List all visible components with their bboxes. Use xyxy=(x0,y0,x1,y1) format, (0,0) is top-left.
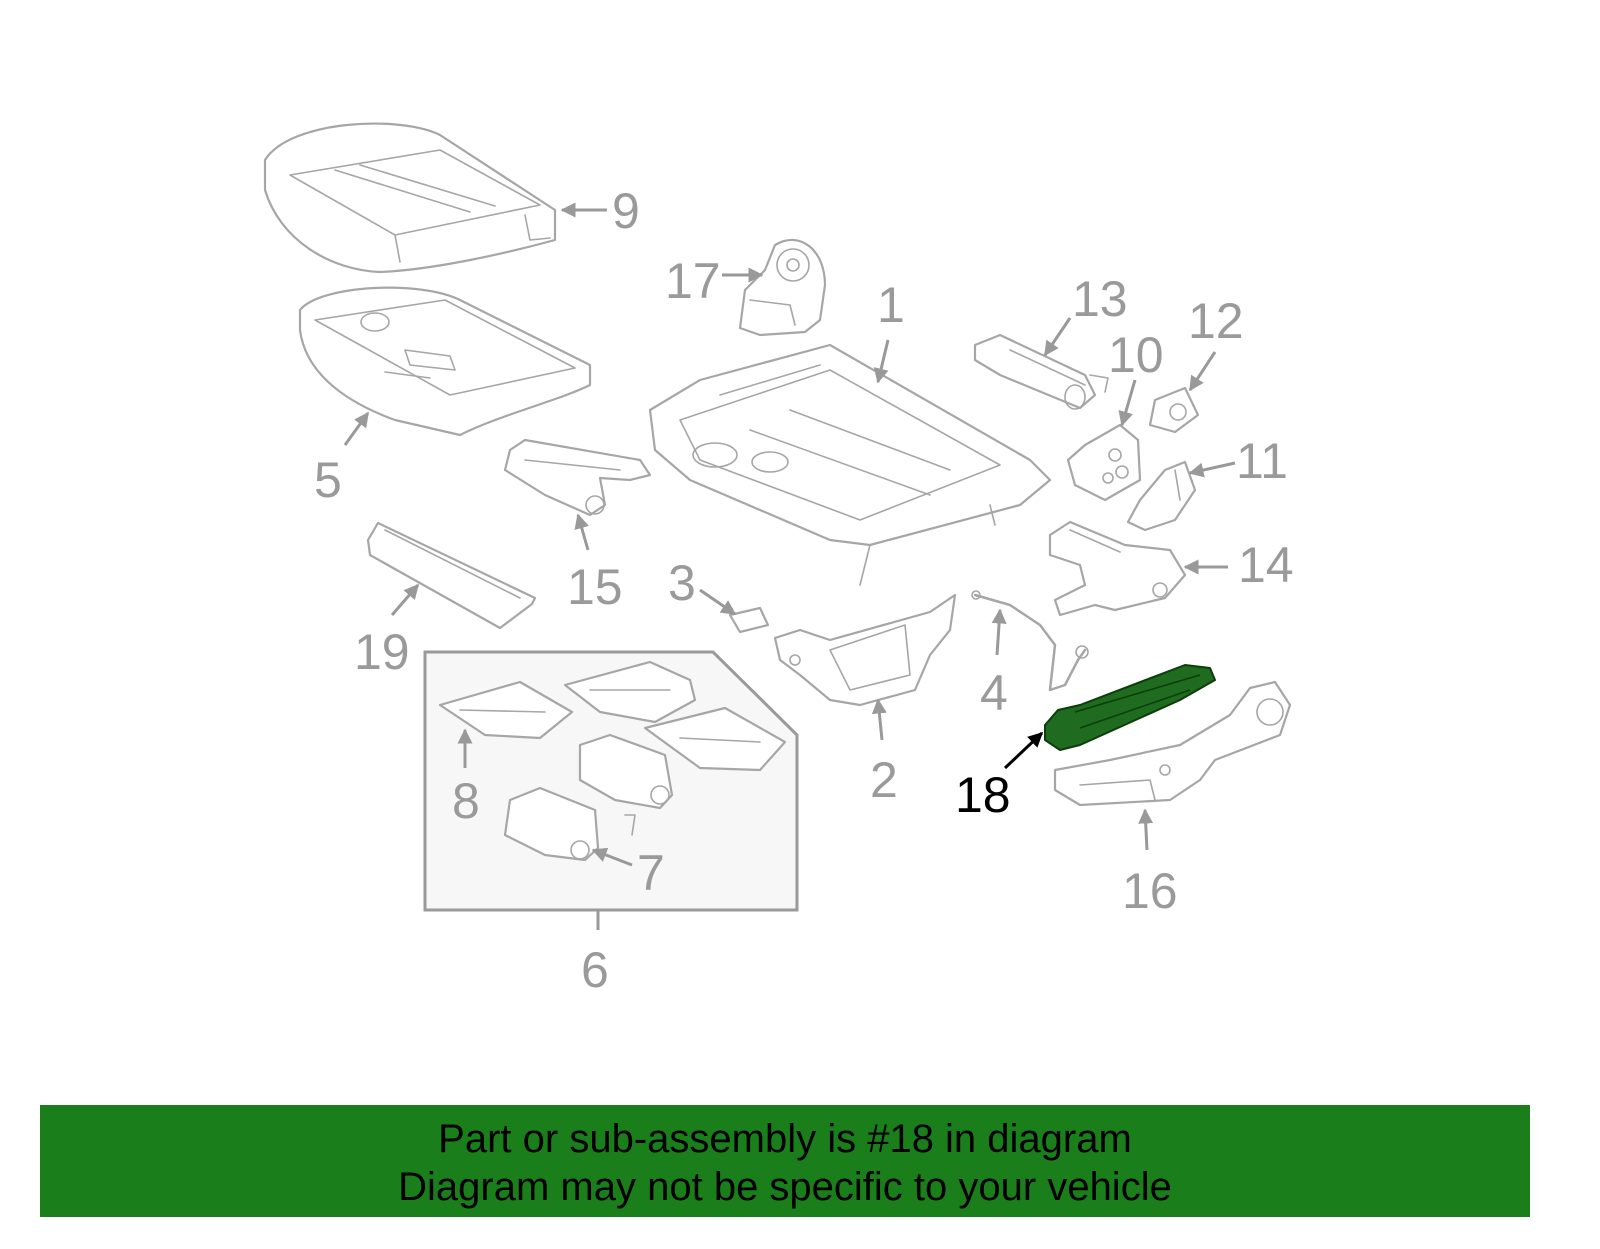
part-8-plate[interactable] xyxy=(438,660,787,772)
callout-labels: 1 2 3 4 5 6 7 8 9 10 11 12 13 14 15 16 1… xyxy=(314,183,1294,998)
part-17-hinge-bracket[interactable] xyxy=(738,238,827,337)
part-1-seat-frame[interactable] xyxy=(648,343,1052,586)
callout-3: 3 xyxy=(668,555,696,611)
part-13-motor[interactable] xyxy=(973,333,1109,410)
part-9-cushion-cover[interactable] xyxy=(263,122,557,274)
part-15-height-adjuster[interactable] xyxy=(503,438,652,517)
callout-18: 18 xyxy=(955,767,1011,823)
callout-6: 6 xyxy=(581,942,609,998)
callout-19: 19 xyxy=(354,624,410,680)
part-7-switch-block[interactable] xyxy=(503,733,674,862)
callout-16: 16 xyxy=(1122,863,1178,919)
callout-11: 11 xyxy=(1236,433,1288,489)
callout-17: 17 xyxy=(665,253,721,309)
callout-13: 13 xyxy=(1072,271,1128,327)
banner-line-2: Diagram may not be specific to your vehi… xyxy=(398,1165,1172,1209)
part-10-switch[interactable] xyxy=(1066,423,1142,502)
callout-8: 8 xyxy=(452,773,480,829)
callout-7: 7 xyxy=(637,845,665,901)
part-18-side-trim[interactable] xyxy=(1044,664,1216,751)
callout-9: 9 xyxy=(612,183,640,239)
info-banner: Part or sub-assembly is #18 in diagram D… xyxy=(40,1105,1530,1217)
leader-lines xyxy=(343,202,1236,867)
callout-2: 2 xyxy=(870,752,898,808)
part-11-knob[interactable] xyxy=(1126,460,1197,532)
part-19-trim-strip[interactable] xyxy=(366,521,537,630)
part-2-bracket[interactable] xyxy=(773,593,957,707)
callout-12: 12 xyxy=(1188,293,1244,349)
part-14-adjuster-motor[interactable] xyxy=(1048,520,1187,617)
part-3-clip[interactable] xyxy=(728,606,770,634)
callout-15: 15 xyxy=(567,559,623,615)
part-5-cushion-pad[interactable] xyxy=(298,286,592,437)
callout-4: 4 xyxy=(980,665,1008,721)
banner-line-1: Part or sub-assembly is #18 in diagram xyxy=(438,1117,1132,1161)
callout-5: 5 xyxy=(314,452,342,508)
part-4-cable[interactable] xyxy=(971,590,1089,692)
callout-14: 14 xyxy=(1238,537,1294,593)
part-16-side-shield[interactable] xyxy=(1053,680,1292,807)
callout-1: 1 xyxy=(877,277,905,333)
callout-10: 10 xyxy=(1108,327,1164,383)
part-12-connector[interactable] xyxy=(1148,386,1200,434)
